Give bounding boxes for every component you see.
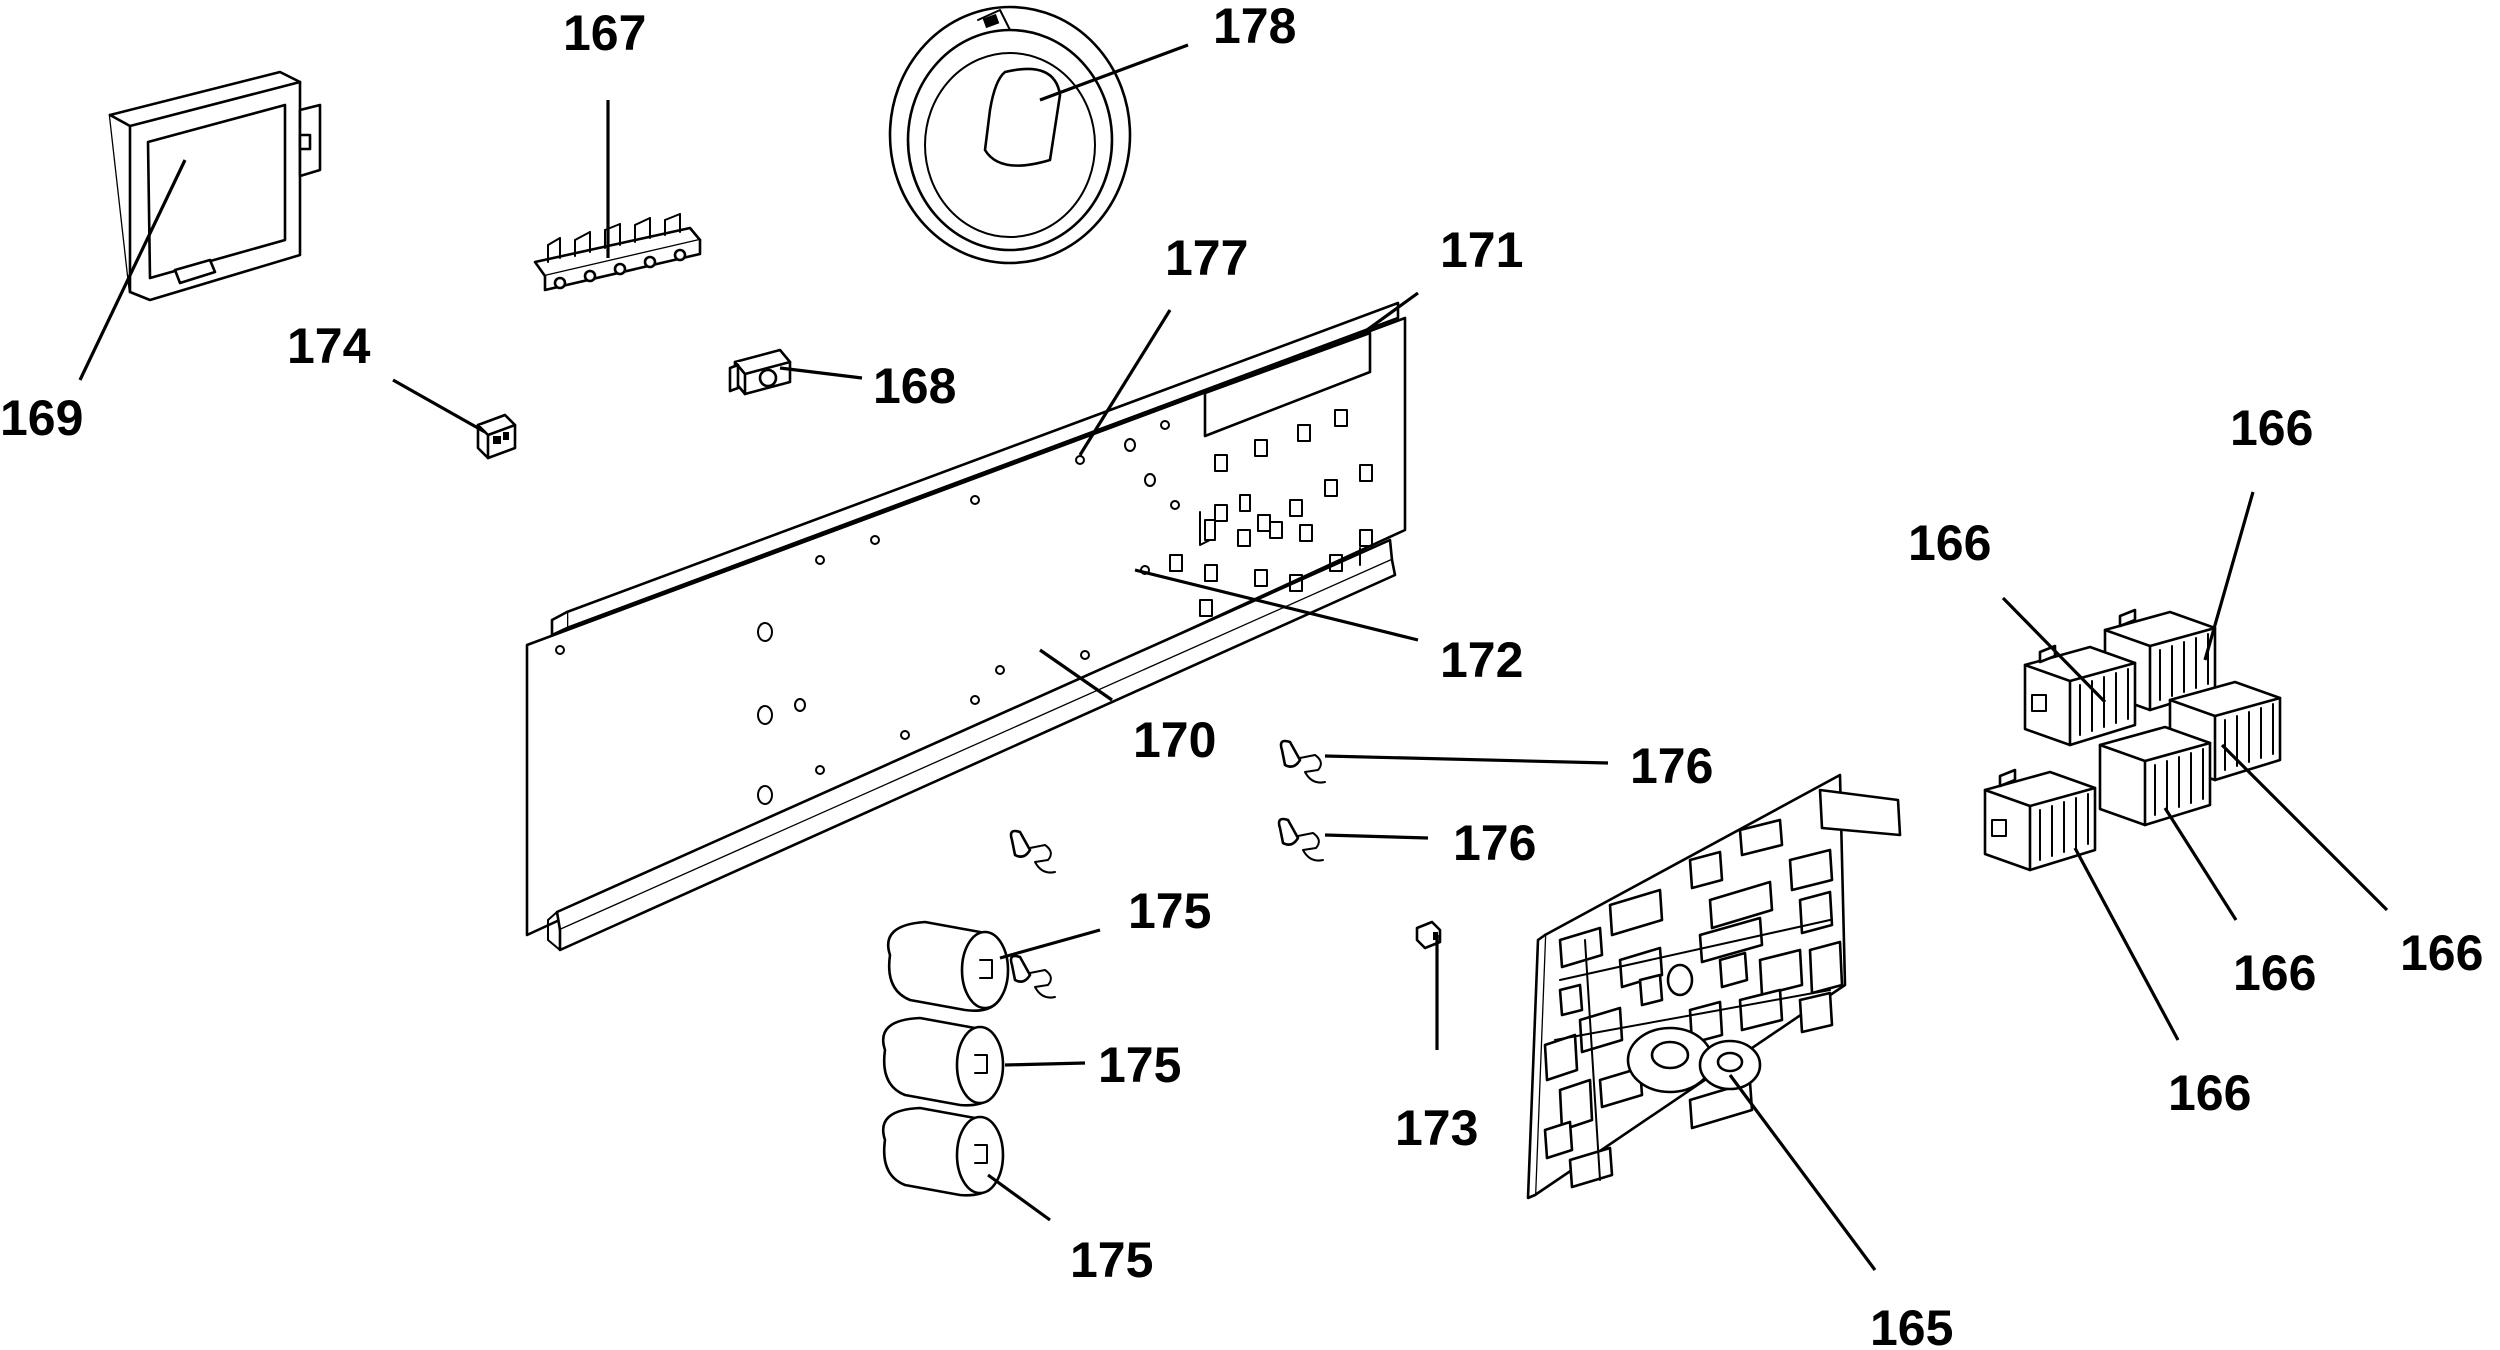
callout-176-lower: 176 [1453,815,1536,871]
leader-176b [1324,833,1429,840]
callout-166-right: 166 [2400,925,2483,981]
leader-166b [2001,596,2107,704]
callout-169: 169 [0,390,83,446]
leader-171 [1359,291,1419,337]
callout-165: 165 [1870,1300,1953,1350]
callout-167: 167 [563,5,646,61]
callout-176-upper: 176 [1630,738,1713,794]
part-176-wire-clip-upper [1279,739,1326,784]
part-169-cover-box [108,70,322,302]
part-166-relay-left [1983,768,2097,872]
callout-174: 174 [287,318,371,374]
callout-170: 170 [1133,712,1216,768]
part-178-wire-coil [888,5,1132,265]
leader-174 [392,378,486,434]
part-166-relay-upper-left [2023,644,2137,747]
callout-168: 168 [873,358,956,414]
callout-166-bottom: 166 [2168,1065,2251,1121]
leader-177 [1078,309,1172,456]
callout-178: 178 [1213,0,1296,54]
part-167-terminal-strip [533,213,702,292]
leader-176a [1324,754,1609,765]
callout-173: 173 [1395,1100,1478,1156]
leader-168 [779,366,863,380]
callout-166-upper-left: 166 [1908,515,1991,571]
leader-175c [987,1173,1051,1222]
part-175-capacitor-bottom [881,1106,1005,1197]
leader-166a [2203,491,2255,661]
leader-175b [1004,1061,1086,1067]
leader-170 [1039,648,1113,702]
part-168-bracket [728,348,792,396]
part-166-relay-middle [2098,725,2212,827]
callout-177: 177 [1165,230,1248,286]
leader-178 [1039,43,1189,102]
leader-175a [999,928,1101,960]
callout-175-middle: 175 [1098,1037,1181,1093]
callout-166-top: 166 [2230,400,2313,456]
leader-169 [78,159,187,381]
part-170-mounting-panel [525,301,1407,952]
part-165-circuit-board [1526,773,1902,1200]
part-176-wire-clip-lower [1277,817,1324,862]
callout-166-middle: 166 [2233,945,2316,1001]
leader-lines [78,43,2389,1271]
callout-172: 172 [1440,632,1523,688]
callout-171: 171 [1440,222,1523,278]
callout-175-bottom: 175 [1070,1232,1153,1288]
callout-175-top: 175 [1128,883,1211,939]
leader-166e [2073,847,2180,1041]
part-175-capacitor-middle [881,1016,1005,1107]
leader-166d [2163,807,2238,921]
part-175-wire-clip-2 [1009,954,1056,999]
leader-166c [2220,743,2389,912]
part-174-clip [476,413,517,460]
part-175-capacitor-top [886,920,1010,1013]
leader-165 [1728,1074,1877,1271]
part-175-wire-clip [1009,829,1056,874]
leader-172 [1134,568,1419,642]
